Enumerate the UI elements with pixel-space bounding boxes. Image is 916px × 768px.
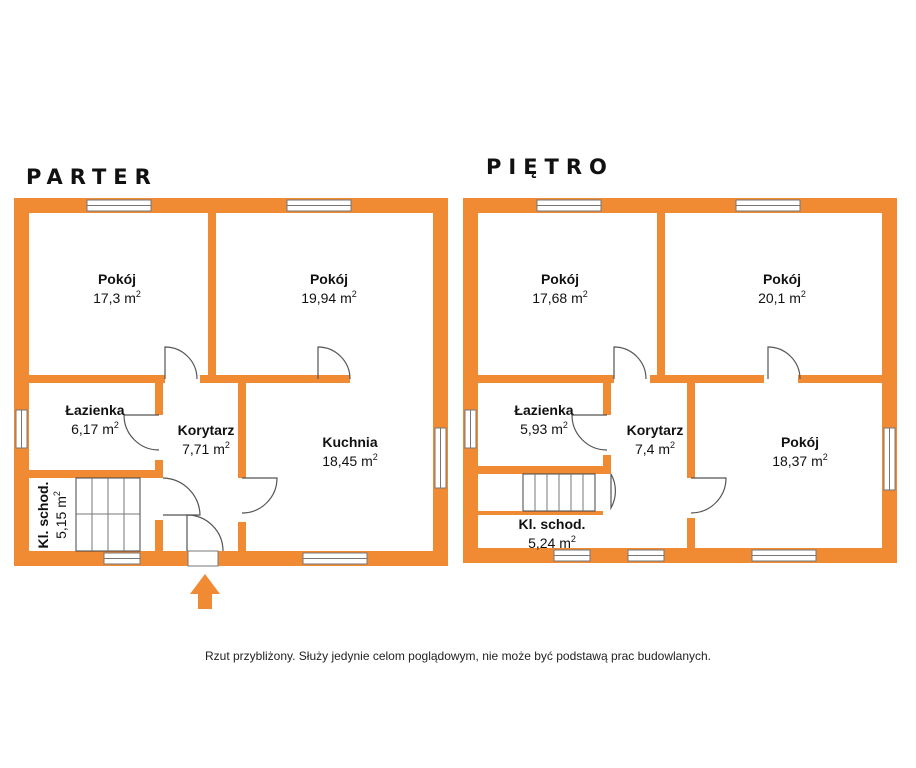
area-unit-exponent: 2 <box>351 289 357 299</box>
room-kuchnia-parter: Kuchnia 18,45 m2 <box>295 433 405 471</box>
room-area: 20,1 m <box>758 290 801 306</box>
room-name: Korytarz <box>177 422 235 438</box>
area-unit-exponent: 2 <box>52 491 62 497</box>
room-area: 7,71 m <box>182 441 225 457</box>
room-area: 6,17 m <box>71 421 114 437</box>
area-unit-exponent: 2 <box>135 289 141 299</box>
room-name: Łazienka <box>65 402 125 418</box>
room-name: Pokój <box>780 434 820 450</box>
area-unit-exponent: 2 <box>224 440 230 450</box>
room-lazienka-pietro: Łazienka 5,93 m2 <box>489 401 599 439</box>
area-unit-exponent: 2 <box>562 420 568 430</box>
parter-title: PARTER <box>26 165 158 189</box>
area-unit-exponent: 2 <box>670 440 676 450</box>
room-name: Pokój <box>97 271 137 287</box>
room-pokoj-parter-2: Pokój 19,94 m2 <box>274 270 384 308</box>
entrance-arrow-icon <box>190 574 220 609</box>
area-unit-exponent: 2 <box>822 452 828 462</box>
room-area: 5,15 m <box>53 496 69 539</box>
room-name: Kuchnia <box>322 434 378 450</box>
room-name: Łazienka <box>514 402 574 418</box>
room-name: Korytarz <box>626 422 684 438</box>
room-pokoj-parter-1: Pokój 17,3 m2 <box>62 270 172 308</box>
room-lazienka-parter: Łazienka 6,17 m2 <box>40 401 150 439</box>
room-pokoj-pietro-3: Pokój 18,37 m2 <box>745 433 855 471</box>
disclaimer-text: Rzut przybliżony. Służy jedynie celom po… <box>204 649 712 663</box>
room-area: 17,68 m <box>532 290 583 306</box>
room-name: Pokój <box>309 271 349 287</box>
area-unit-exponent: 2 <box>800 289 806 299</box>
doors <box>123 346 351 552</box>
room-name: Pokój <box>762 271 802 287</box>
doors <box>571 346 801 514</box>
room-korytarz-pietro: Korytarz 7,4 m2 <box>601 421 709 459</box>
parter-plan <box>14 198 448 609</box>
room-area: 18,45 m <box>322 453 373 469</box>
area-unit-exponent: 2 <box>372 452 378 462</box>
stairs-pietro <box>522 473 596 512</box>
area-unit-exponent: 2 <box>570 534 576 544</box>
room-klatka-parter: Kl. schod. 5,15 m2 <box>34 465 72 565</box>
room-name: Kl. schod. <box>35 481 51 549</box>
room-area: 19,94 m <box>301 290 352 306</box>
room-area: 5,93 m <box>520 421 563 437</box>
room-area: 5,24 m <box>528 535 571 551</box>
room-klatka-pietro: Kl. schod. 5,24 m2 <box>497 515 607 553</box>
area-unit-exponent: 2 <box>582 289 588 299</box>
stairs-parter <box>75 477 141 552</box>
room-pokoj-pietro-2: Pokój 20,1 m2 <box>727 270 837 308</box>
windows <box>15 199 447 567</box>
room-area: 17,3 m <box>93 290 136 306</box>
room-name: Pokój <box>540 271 580 287</box>
room-name: Kl. schod. <box>518 516 586 532</box>
pietro-title: PIĘTRO <box>486 155 614 179</box>
room-area: 7,4 m <box>634 441 670 457</box>
room-korytarz-parter: Korytarz 7,71 m2 <box>152 421 260 459</box>
windows <box>464 199 896 562</box>
room-pokoj-pietro-1: Pokój 17,68 m2 <box>505 270 615 308</box>
room-area: 18,37 m <box>772 453 823 469</box>
area-unit-exponent: 2 <box>113 420 119 430</box>
pietro-plan <box>463 198 897 563</box>
